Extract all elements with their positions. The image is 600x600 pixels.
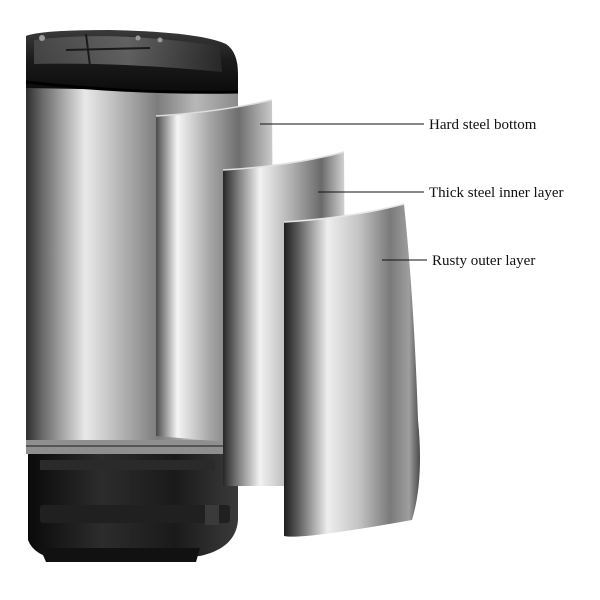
appliance-base (28, 440, 238, 562)
callout-label-thick-steel-inner-layer: Thick steel inner layer (429, 185, 564, 201)
steel-layer-panel-3 (283, 203, 420, 537)
callout-label-hard-steel-bottom: Hard steel bottom (429, 117, 537, 133)
callout-label-rusty-outer-layer: Rusty outer layer (432, 253, 536, 269)
appliance-lid (25, 30, 239, 94)
